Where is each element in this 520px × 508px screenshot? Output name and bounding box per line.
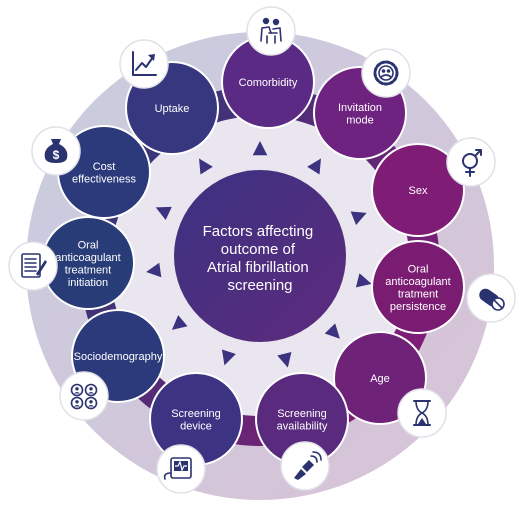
node-label-line: Oral <box>408 263 429 275</box>
node-label-line: mode <box>346 114 374 126</box>
svg-text:$: $ <box>53 148 60 162</box>
node-label-line: treatment <box>65 264 111 276</box>
node-label-line: Comorbidity <box>239 77 298 89</box>
arrow-triangles <box>146 141 372 368</box>
money-bag-icon: $ <box>31 126 81 176</box>
gender-symbol-icon <box>446 137 496 187</box>
arrow-triangle <box>355 273 372 288</box>
node-label-line: device <box>180 420 212 432</box>
center-line: Atrial fibrillation <box>207 259 309 276</box>
node-label-line: tratment <box>398 288 438 300</box>
arrow-triangle <box>199 158 213 175</box>
node-circle <box>371 240 465 334</box>
node-label-line: Sociodemography <box>74 351 163 363</box>
arrow-triangle <box>307 158 321 175</box>
arrow-triangle <box>324 323 340 339</box>
arrow-triangle <box>146 262 162 278</box>
node-label-line: Oral <box>78 239 99 251</box>
center-hub: Factors affecting outcome of Atrial fibr… <box>174 170 346 342</box>
center-circle <box>174 170 346 342</box>
arrow-triangle <box>171 315 188 330</box>
center-line: screening <box>227 277 292 294</box>
node-label-line: anticoagulant <box>55 252 120 264</box>
node-label-line: Screening <box>277 408 327 420</box>
center-title: Factors affecting outcome of Atrial fibr… <box>203 223 318 294</box>
arrow-triangle <box>350 211 367 226</box>
document-pen-icon <box>8 241 58 291</box>
center-line: outcome of <box>221 241 296 258</box>
node-label: Uptake <box>155 103 190 115</box>
node-label-line: Age <box>370 373 390 385</box>
people-caregiver-icon <box>246 6 296 56</box>
node-label-line: Screening <box>171 408 221 420</box>
node-label-line: Cost <box>93 161 116 173</box>
node-label: Sociodemography <box>74 351 163 363</box>
gear-people-icon <box>361 48 411 98</box>
people-group-icon <box>59 371 109 421</box>
node-label-line: Sex <box>409 185 428 197</box>
arrow-triangle <box>252 141 268 156</box>
node-sex: Sex <box>371 143 465 237</box>
arrow-triangle <box>155 206 172 221</box>
node-label-line: Invitation <box>338 102 382 114</box>
center-line: Factors affecting <box>203 223 314 240</box>
node-label-line: persistence <box>390 301 446 313</box>
growth-chart-icon <box>119 39 169 89</box>
hourglass-icon <box>397 388 447 438</box>
node-label-line: effectiveness <box>72 173 137 185</box>
node-label: Sex <box>409 185 428 197</box>
node-comorbidity: Comorbidity <box>221 35 315 129</box>
pill-capsule-icon <box>466 273 516 323</box>
node-label-line: anticoagulant <box>385 276 450 288</box>
node-label-line: initiation <box>68 277 108 289</box>
factor-icons: $ <box>8 6 516 494</box>
arrow-triangle <box>221 349 236 366</box>
node-label-line: Uptake <box>155 103 190 115</box>
ecg-monitor-icon <box>156 444 206 494</box>
node-label: Age <box>370 373 390 385</box>
node-circle <box>371 143 465 237</box>
node-label: Comorbidity <box>239 77 298 89</box>
node-label-line: availability <box>277 420 328 432</box>
ultrasound-probe-icon <box>280 441 330 491</box>
arrow-triangle <box>277 351 292 368</box>
